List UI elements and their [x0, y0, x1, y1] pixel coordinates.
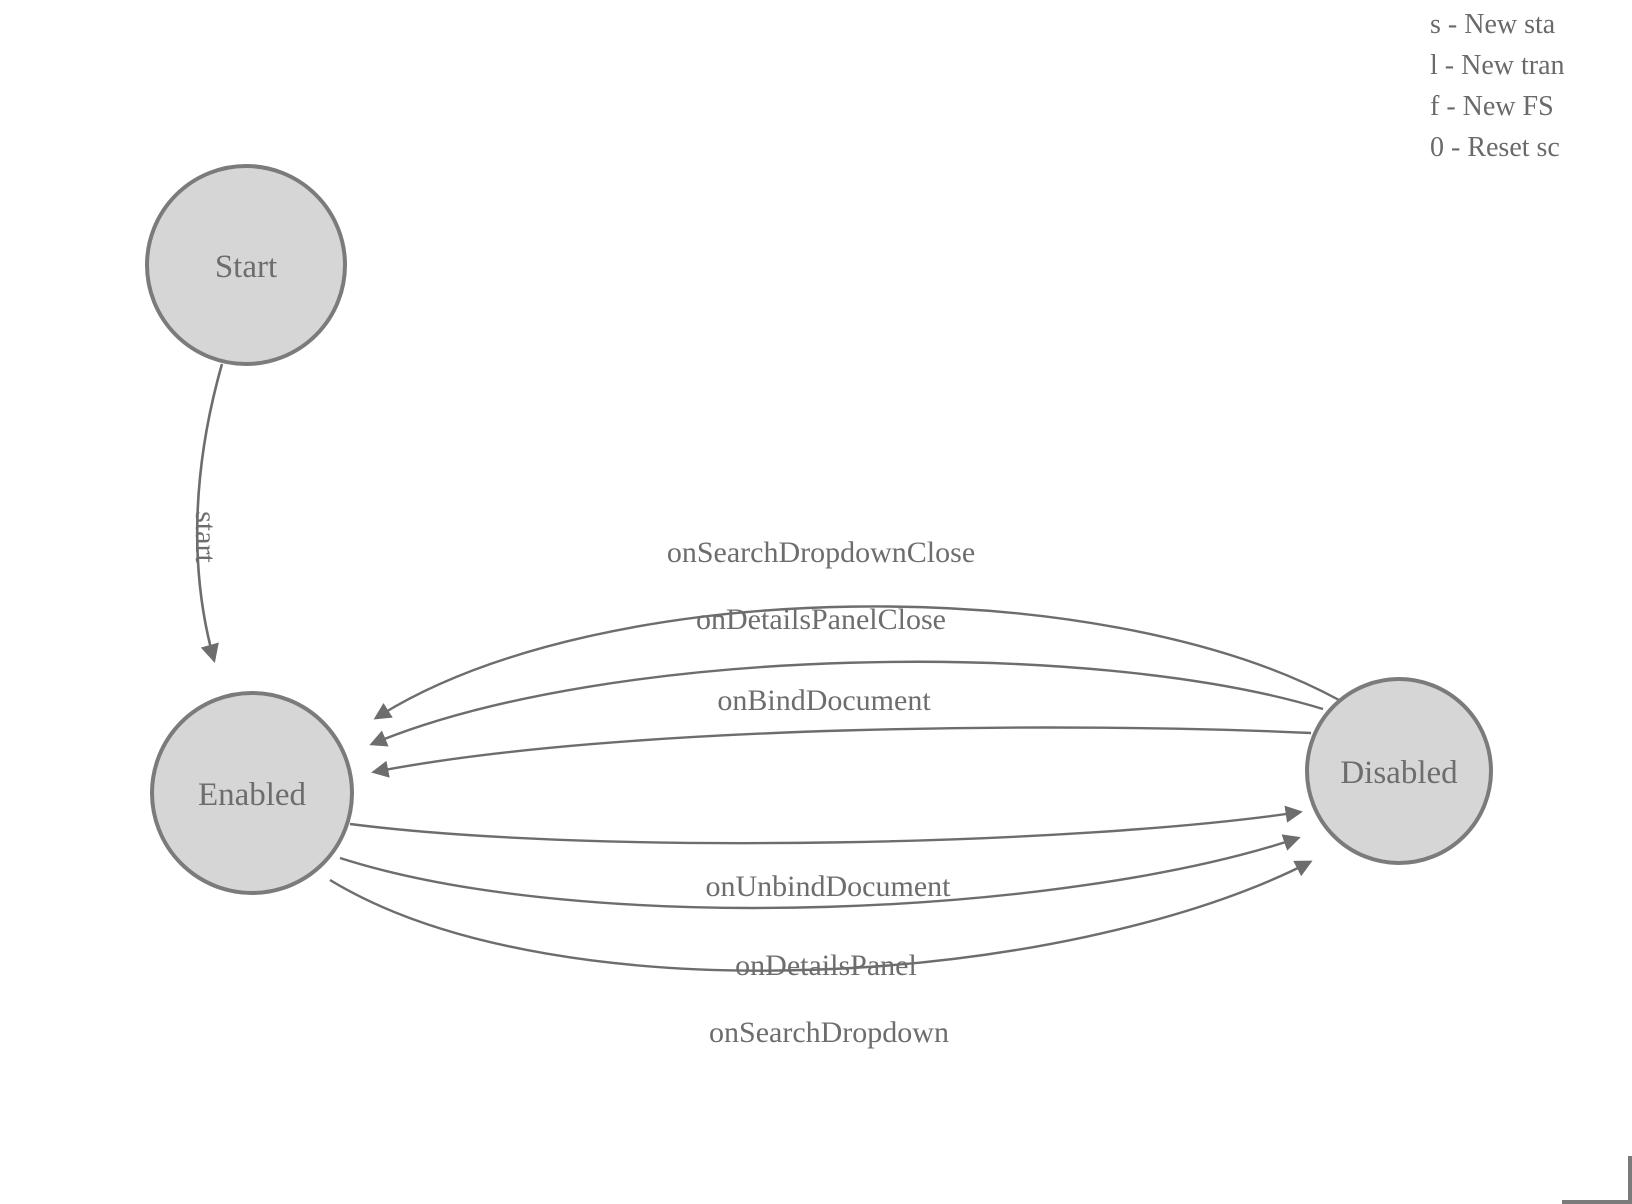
edge-path-onbinddocument [371, 726, 1312, 778]
edge-path-start [195, 363, 224, 664]
edge-path-onsearchdropdownclose [373, 605, 1340, 720]
edge-enabled-to-disabled-onsearchdropdown[interactable]: onSearchDropdown [329, 860, 1313, 1049]
window-frame-corner-vertical [1628, 1156, 1632, 1204]
legend-line-new-transition: l - New tran [1430, 50, 1565, 81]
state-node-enabled-label: Enabled [198, 777, 307, 813]
edge-label-onsearchdropdown: onSearchDropdown [709, 1016, 949, 1049]
state-node-disabled-circle [1305, 677, 1493, 865]
keyboard-shortcut-legend: s - New sta l - New tran f - New FS 0 - … [1430, 0, 1632, 168]
edge-path-onsearchdropdown [329, 860, 1313, 972]
edge-path-onunbinddocument [349, 805, 1303, 845]
state-node-disabled-label: Disabled [1340, 755, 1458, 791]
edge-path-ondetailspanelclose [369, 660, 1324, 747]
edge-label-onunbinddocument: onUnbindDocument [706, 870, 952, 903]
window-frame-corner-horizontal [1562, 1200, 1632, 1204]
edge-label-onbinddocument: onBindDocument [717, 684, 931, 717]
legend-line-new-fsm: f - New FS [1430, 91, 1554, 122]
edge-start-to-enabled[interactable]: start [189, 363, 224, 664]
edge-label-ondetailspanelclose: onDetailsPanelClose [696, 603, 946, 636]
edge-enabled-to-disabled-onunbinddocument[interactable]: onUnbindDocument [349, 805, 1303, 903]
edge-enabled-to-disabled-ondetailspanel[interactable]: onDetailsPanel [339, 834, 1301, 982]
edge-path-ondetailspanel [339, 834, 1301, 910]
legend-line-new-state: s - New sta [1430, 9, 1556, 40]
state-node-start-circle [145, 164, 347, 366]
state-node-disabled[interactable]: Disabled [1305, 677, 1493, 865]
state-node-start-label: Start [215, 249, 277, 285]
state-node-start[interactable]: Start [145, 164, 347, 366]
edge-disabled-to-enabled-onsearchdropdownclose[interactable]: onSearchDropdownClose [373, 536, 1340, 720]
state-node-enabled[interactable]: Enabled [150, 691, 354, 895]
edge-disabled-to-enabled-ondetailspanelclose[interactable]: onDetailsPanelClose [369, 603, 1324, 747]
edge-disabled-to-enabled-onbinddocument[interactable]: onBindDocument [371, 684, 1312, 778]
legend-line-reset-scale: 0 - Reset sc [1430, 132, 1560, 163]
state-node-enabled-circle [150, 691, 354, 895]
edge-label-onsearchdropdownclose: onSearchDropdownClose [667, 536, 975, 569]
edge-label-start: start [189, 511, 222, 563]
